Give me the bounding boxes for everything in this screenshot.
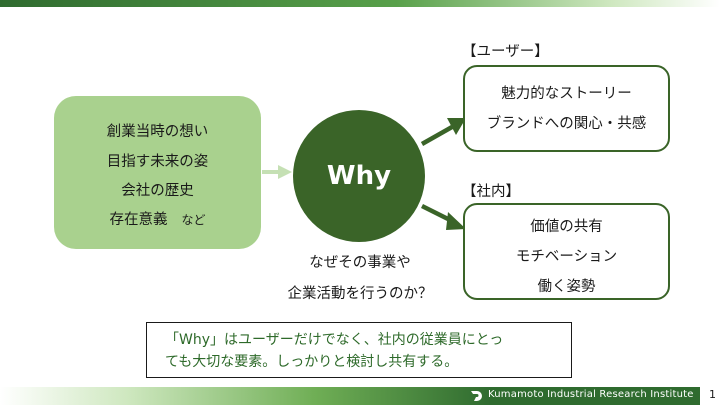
arrow-to-internal — [420, 203, 466, 230]
org-name: Kumamoto Industrial Research Institute — [488, 389, 694, 400]
origin-line: 会社の歴史 — [121, 183, 194, 199]
summary-note: 「Why」はユーザーだけでなく、社内の従業員にとっ ても大切な要素。しっかりと検… — [146, 322, 572, 378]
internal-effect-line: 働く姿勢 — [537, 279, 596, 295]
origin-line-with-suffix: 存在意義など — [54, 208, 261, 229]
origin-box: 創業当時の想い 目指す未来の姿 会社の歴史 存在意義など — [54, 96, 261, 249]
internal-effects-box: 価値の共有 モチベーション 働く姿勢 — [463, 203, 670, 300]
internal-section-label: 【社内】 — [462, 184, 520, 200]
question-line: なぜその事業や — [309, 255, 411, 271]
input-arrow — [262, 165, 292, 179]
why-label: Why — [326, 161, 392, 191]
origin-line: 創業当時の想い — [106, 124, 209, 140]
note-line: ても大切な要素。しっかりと検討し共有する。 — [165, 354, 459, 370]
user-effects-box: 魅力的なストーリー ブランドへの関心・共感 — [463, 65, 670, 152]
user-effect-line: ブランドへの関心・共感 — [486, 116, 647, 132]
page-number: 1 — [709, 388, 716, 401]
origin-suffix: など — [181, 213, 206, 227]
origin-line: 目指す未来の姿 — [106, 154, 209, 170]
origin-line: 存在意義 — [109, 212, 168, 228]
why-circle: Why — [293, 110, 425, 242]
org-logo-icon — [471, 391, 482, 401]
internal-effect-line: 価値の共有 — [530, 219, 603, 235]
note-line: 「Why」はユーザーだけでなく、社内の従業員にとっ — [165, 332, 504, 348]
top-accent-bar — [0, 0, 720, 7]
arrow-to-user — [420, 118, 466, 146]
internal-effect-line: モチベーション — [515, 249, 618, 265]
question-line: 企業活動を行うのか？ — [287, 286, 433, 302]
footer-bar — [0, 387, 700, 405]
user-section-label: 【ユーザー】 — [462, 44, 549, 60]
user-effect-line: 魅力的なストーリー — [501, 86, 632, 102]
